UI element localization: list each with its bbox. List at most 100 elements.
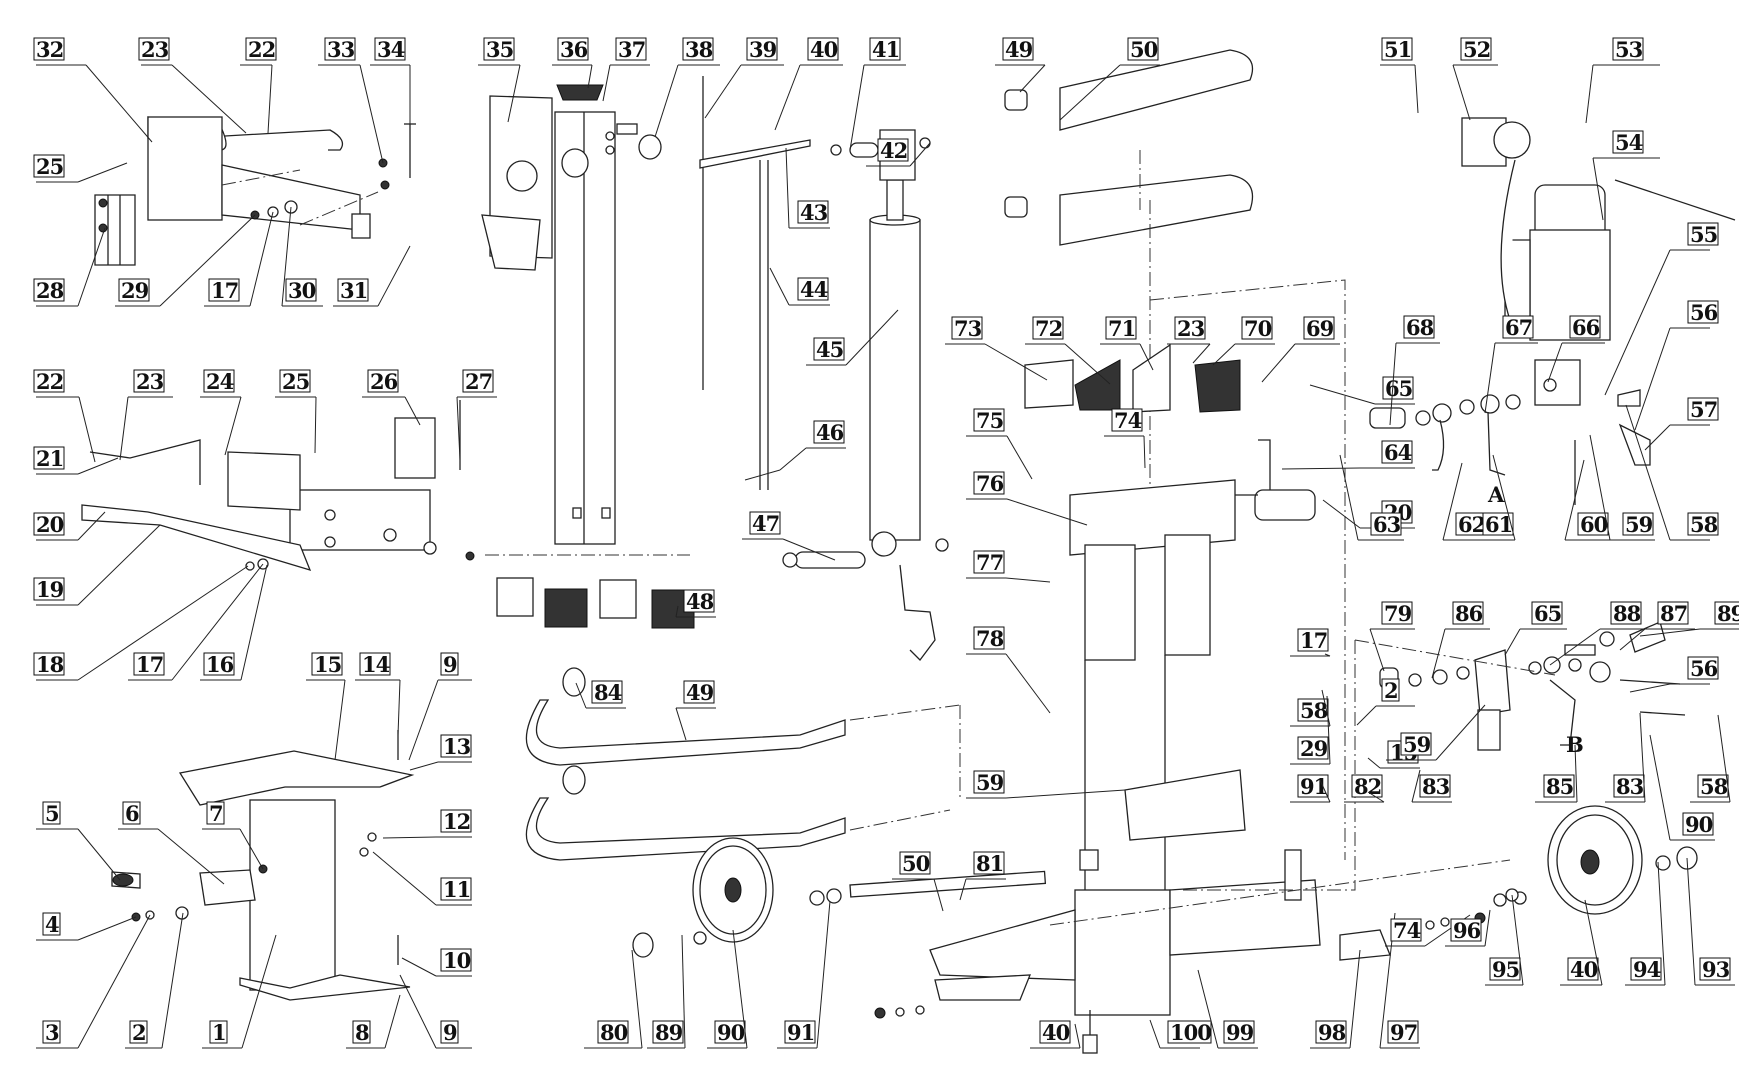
callout-box (683, 680, 715, 704)
callout-leader-line (1212, 343, 1236, 366)
callout-leader-line (1619, 628, 1646, 651)
callout-number: 40 (1042, 1020, 1070, 1045)
callout-33: 33 (318, 37, 384, 164)
callout-box (33, 278, 65, 302)
callout-68: 68 (1389, 315, 1440, 426)
callout-number: 44 (800, 277, 828, 302)
callout-box (1450, 918, 1482, 942)
callout-48: 48 (675, 589, 716, 618)
callout-box (483, 37, 515, 61)
callout-number: 11 (443, 877, 470, 902)
callout-leader-line (1006, 498, 1088, 526)
callout-7: 7 (202, 801, 264, 870)
callout-52: 52 (1452, 37, 1498, 121)
callout-82: 82 (1344, 774, 1385, 803)
callout-81: 81 (959, 851, 1006, 901)
callout-leader-line (171, 64, 247, 134)
callout-3: 3 (36, 914, 151, 1049)
callout-number: 23 (136, 369, 164, 394)
callout-26: 26 (362, 369, 421, 426)
callout-box (1351, 774, 1383, 798)
callout-box (1569, 315, 1601, 339)
callout-box (973, 626, 1005, 650)
callout-number: 40 (810, 37, 838, 62)
callout-100: 100 (1149, 1019, 1212, 1049)
callout-leader-line (409, 761, 439, 771)
callout-number: 37 (618, 37, 645, 62)
callout-box (784, 1020, 816, 1044)
callout-number: 36 (560, 37, 588, 62)
callout-23: 23 (138, 37, 247, 134)
callout-18: 18 (33, 565, 249, 681)
callout-number: 26 (370, 369, 398, 394)
callout-24: 24 (200, 369, 242, 456)
log-table-upper-assembly (94, 116, 416, 266)
callout-45: 45 (806, 309, 899, 366)
callout-leader-line (77, 511, 106, 541)
callout-89: 89 (647, 934, 686, 1049)
callout-13: 13 (409, 734, 472, 771)
callout-leader-line (1585, 64, 1594, 124)
callout-29: 29 (115, 214, 256, 307)
callout-box (440, 877, 472, 901)
callout-number: 7 (209, 801, 223, 826)
callout-box (203, 652, 235, 676)
callout-box (1502, 315, 1534, 339)
callout-box (33, 577, 65, 601)
callout-2: 2 (1356, 678, 1415, 726)
callout-leader-line (314, 396, 317, 454)
callout-63: 63 (1339, 454, 1404, 541)
callout-box (597, 1020, 629, 1044)
callout-84: 84 (575, 680, 626, 709)
callout-leader-line (334, 679, 346, 761)
callout-30: 30 (281, 206, 323, 307)
callout-box (279, 369, 311, 393)
callout-box (129, 1020, 148, 1044)
callout-number: 72 (1035, 316, 1062, 341)
callout-box (1687, 397, 1719, 421)
callout-box (1460, 37, 1492, 61)
callout-59: 59 (966, 770, 1126, 799)
callout-box (1489, 957, 1521, 981)
callout-leader-line (1604, 249, 1671, 396)
callout-box (797, 200, 829, 224)
callout-25: 25 (33, 154, 128, 183)
callout-31: 31 (333, 245, 411, 307)
callout-number: 89 (655, 1020, 683, 1045)
callout-59: 59 (1386, 704, 1486, 761)
callout-box (440, 734, 472, 758)
callout-37: 37 (602, 37, 650, 102)
callout-55: 55 (1604, 222, 1719, 396)
callout-leader-line (382, 836, 437, 839)
callout-box (203, 369, 235, 393)
callout-box (1419, 774, 1451, 798)
callout-leader-line (397, 679, 401, 736)
callout-28: 28 (33, 227, 106, 307)
callout-leader-line (77, 565, 249, 681)
callout-74: 74 (1104, 408, 1146, 469)
callout-box (1105, 316, 1137, 340)
upper-frame (1069, 439, 1316, 890)
callout-number: 89 (1717, 601, 1739, 626)
callout-35: 35 (478, 37, 521, 123)
callout-leader-line (1064, 343, 1111, 385)
callout-50: 50 (1059, 37, 1160, 121)
callout-leader-line (782, 538, 836, 561)
upper-handles (1004, 49, 1254, 540)
callout-number: 9 (443, 1020, 457, 1045)
callout-leader-line (1019, 64, 1046, 93)
callout-box (1403, 315, 1435, 339)
callout-leader-line (1492, 454, 1516, 541)
callout-49: 49 (675, 680, 716, 741)
callout-box (973, 851, 1005, 875)
callout-leader-line (119, 396, 129, 461)
callout-box (1297, 736, 1329, 760)
callout-number: 54 (1615, 130, 1643, 155)
callout-number: 83 (1616, 774, 1644, 799)
callout-box (1297, 628, 1329, 652)
callout-50: 50 (892, 851, 944, 912)
callout-40: 40 (1560, 899, 1603, 986)
callout-box (1127, 37, 1159, 61)
callout-71: 71 (1100, 316, 1154, 371)
callout-box (807, 37, 839, 61)
